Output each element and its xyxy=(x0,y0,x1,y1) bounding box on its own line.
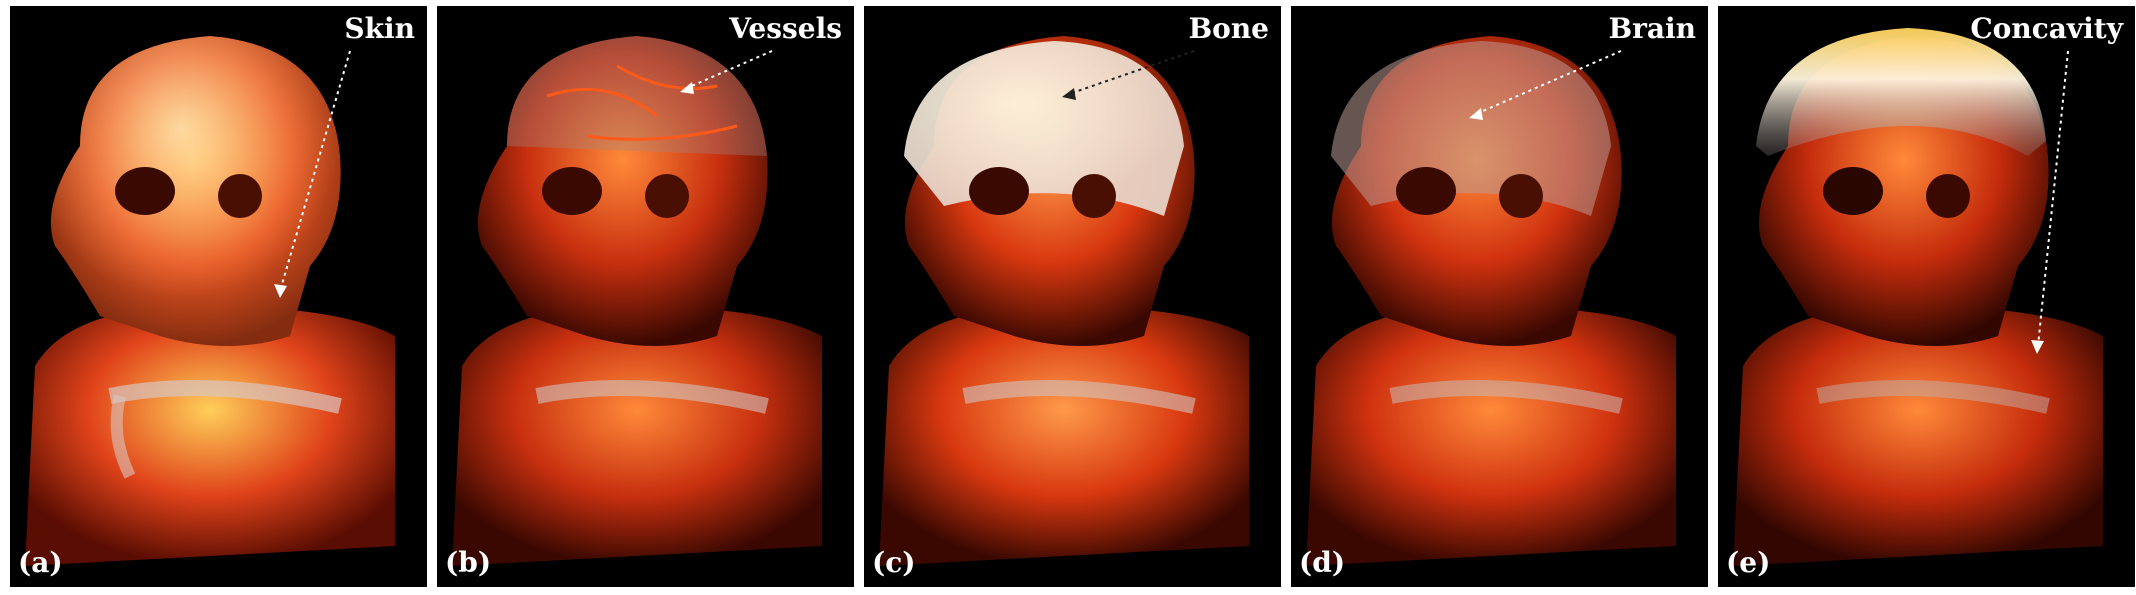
panel-a: Skin (a) xyxy=(10,6,427,587)
panel-title: Vessels xyxy=(729,12,842,45)
panel-tag: (c) xyxy=(872,546,916,579)
panel-d: Brain (d) xyxy=(1291,6,1708,587)
head-render-image xyxy=(1733,28,2103,566)
panel-title: Skin xyxy=(344,12,415,45)
panel-tag: (b) xyxy=(445,546,492,579)
panel-tag: (d) xyxy=(1299,546,1346,579)
panel-title: Bone xyxy=(1188,12,1269,45)
head-render-image xyxy=(25,36,395,566)
panel-title: Concavity xyxy=(1970,12,2123,45)
panel-e: Concavity (e) xyxy=(1718,6,2135,587)
head-render-image xyxy=(1306,36,1676,566)
head-render-image xyxy=(452,36,822,566)
panel-b: Vessels (b) xyxy=(437,6,854,587)
panel-tag: (e) xyxy=(1726,546,1771,579)
panel-tag: (a) xyxy=(18,546,63,579)
panel-title: Brain xyxy=(1608,12,1696,45)
head-render-image xyxy=(879,36,1249,566)
panel-c: Bone (c) xyxy=(864,6,1281,587)
